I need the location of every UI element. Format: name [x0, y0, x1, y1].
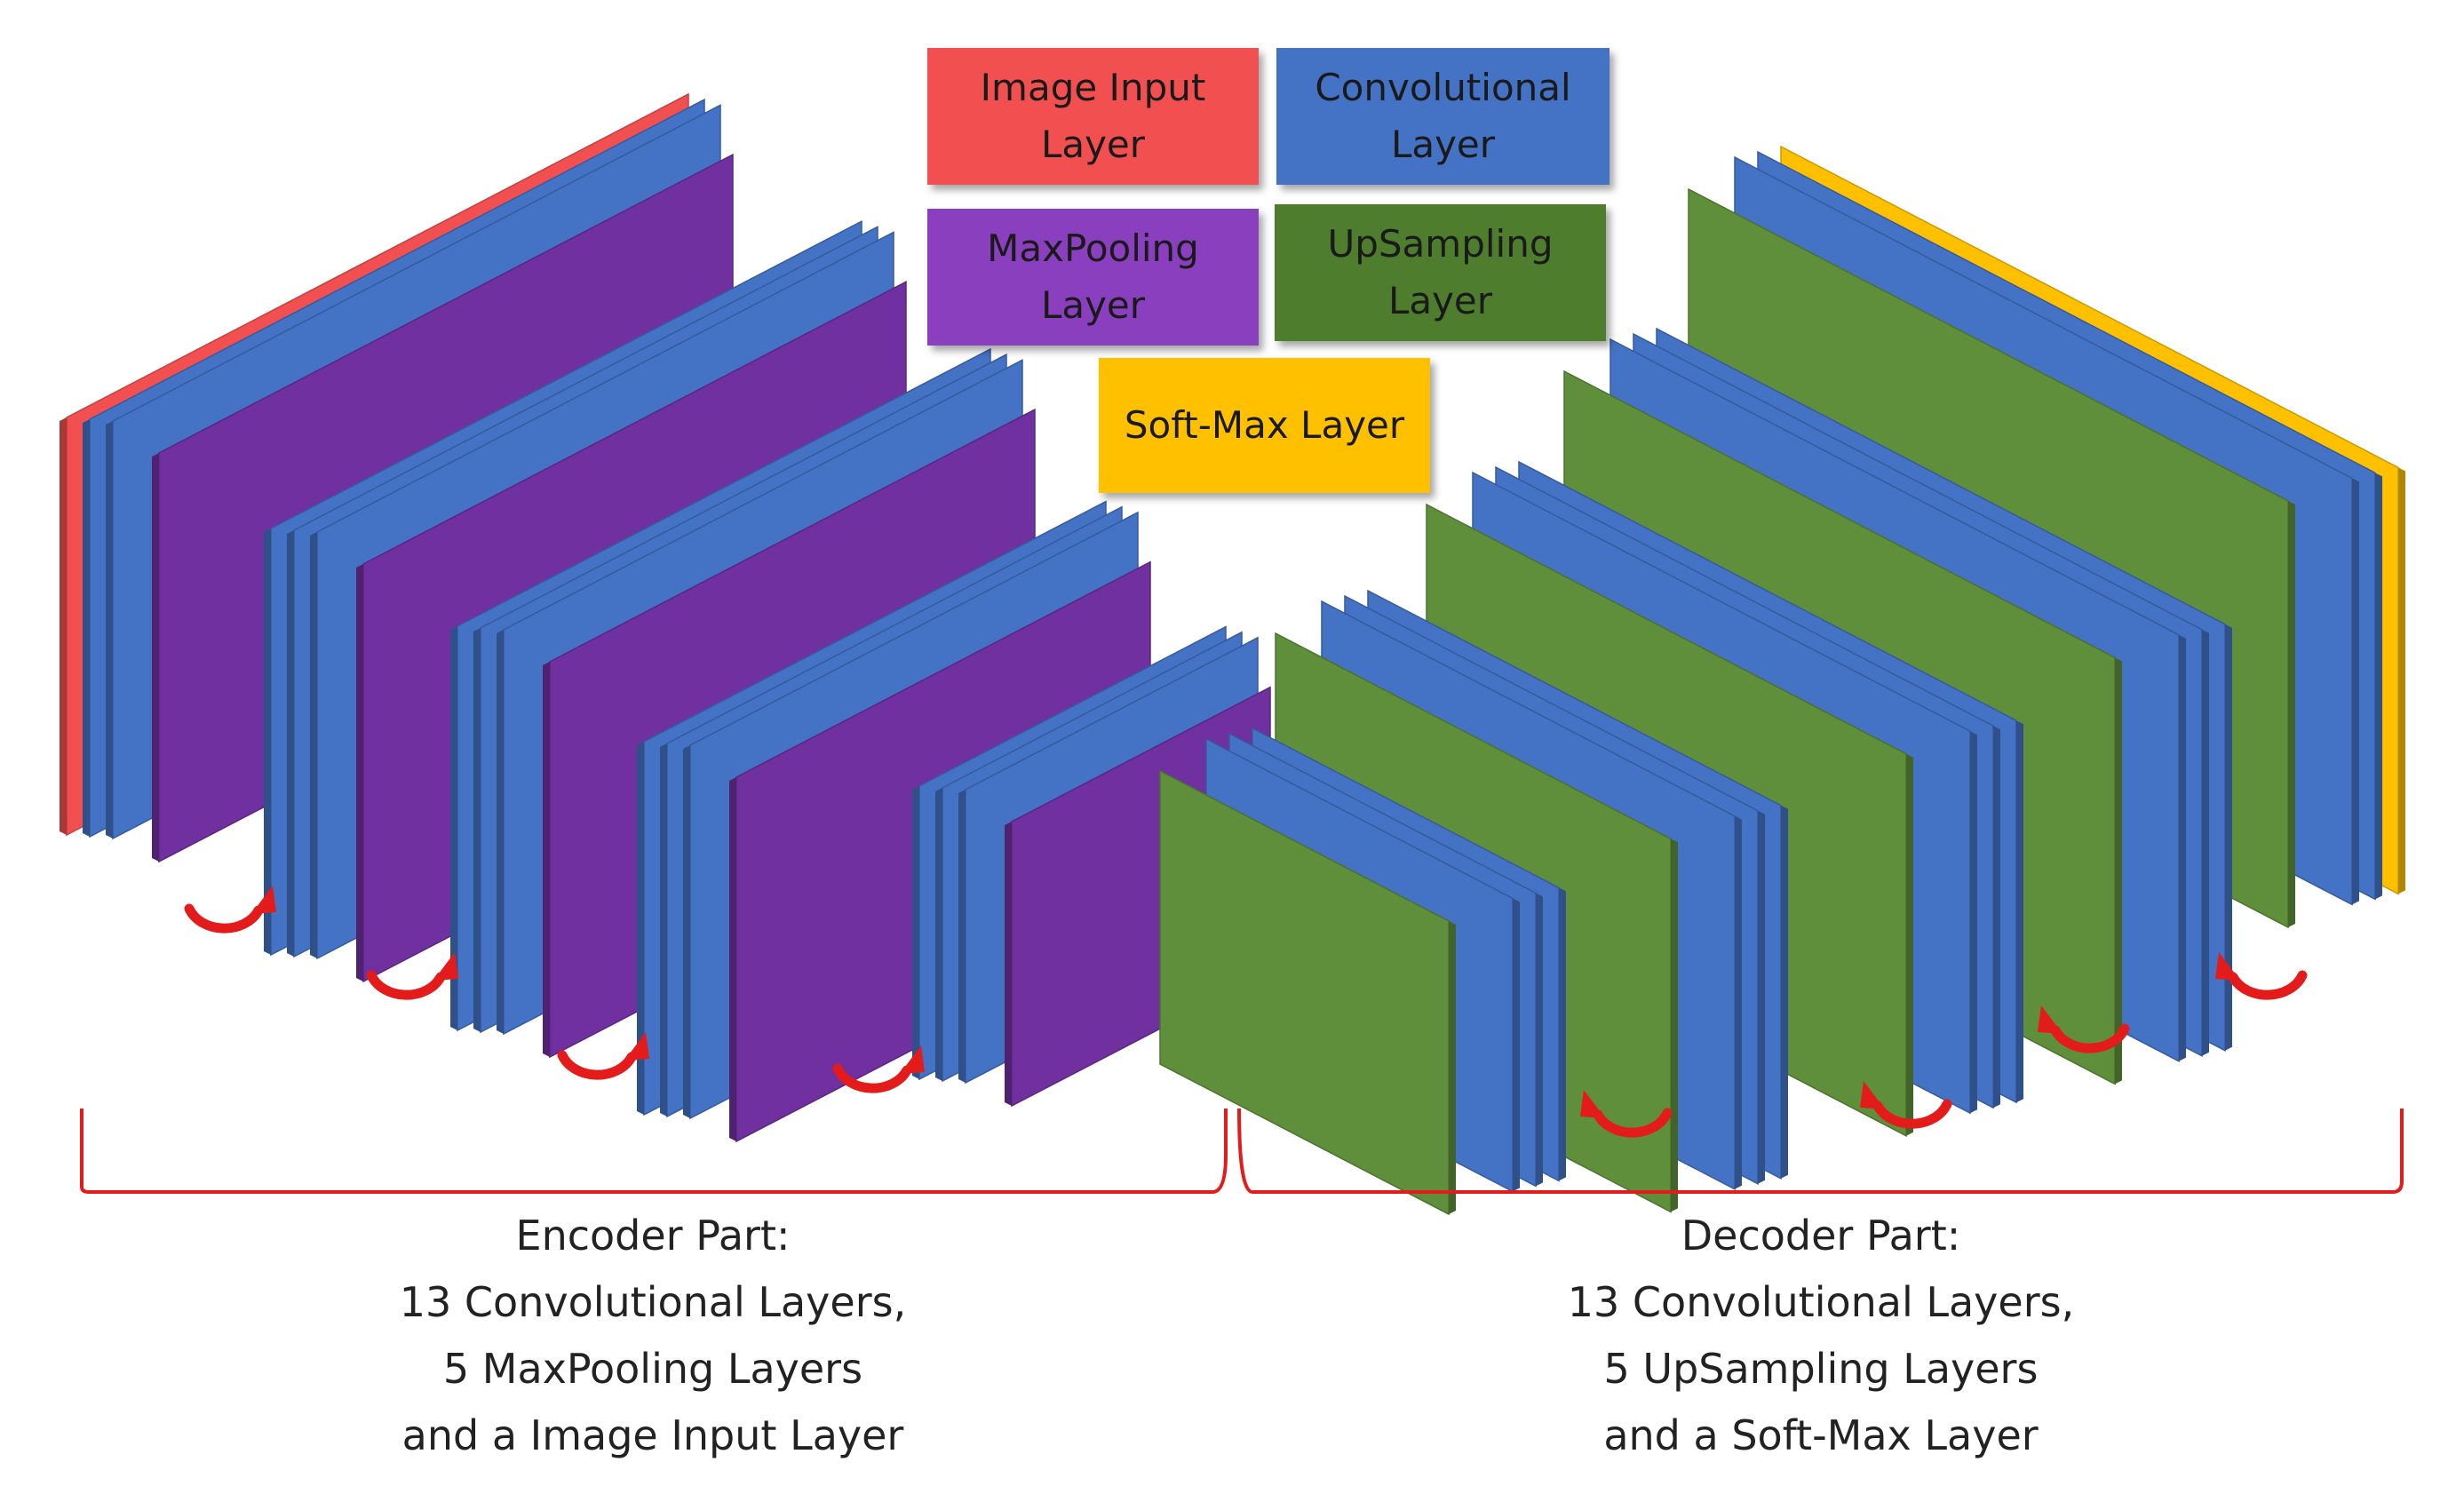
- encoder-block-5-conv-layer-edge: [912, 786, 919, 1079]
- encoder-block-1-conv-layer-edge: [83, 419, 90, 837]
- decoder-block-3-conv-layer-edge: [1993, 726, 2000, 1109]
- encoder-block-4-conv-layer-edge: [660, 743, 667, 1116]
- encoder-caption-line: 13 Convolutional Layers,: [399, 1278, 907, 1326]
- decoder-block-2-conv-layer-edge: [2202, 629, 2209, 1056]
- encoder-block-1-input-layer-edge: [60, 417, 67, 835]
- skip-arrows-group: [184, 886, 2308, 1138]
- decoder-block-4-conv-layer-edge: [1735, 815, 1742, 1189]
- encoder-caption-line: Encoder Part:: [515, 1212, 791, 1260]
- encoder-block-4-conv-layer-edge: [637, 742, 644, 1115]
- decoder-block-4-conv-layer-edge: [1781, 805, 1788, 1179]
- encoder-block-3-conv-layer-edge: [497, 630, 504, 1034]
- encoder-block-2-conv-layer-edge: [287, 530, 294, 957]
- encoder-block-2-maxpool-layer-edge: [356, 564, 363, 981]
- encoder-block-2-conv-layer-edge: [264, 528, 271, 955]
- encoder-caption-line: and a Image Input Layer: [401, 1411, 904, 1459]
- encoder-block-4-conv-layer-edge: [683, 745, 690, 1118]
- encoder-block-4-maxpool-layer-edge: [729, 777, 736, 1141]
- legend-convolutional-layer: Convolutional Layer: [1276, 48, 1610, 185]
- decoder-block-1-softmax-layer-edge: [2398, 467, 2405, 894]
- decoder-block-1-conv-layer-edge: [2375, 473, 2382, 900]
- decoder-skip-arrow-2: [1860, 1081, 1952, 1129]
- encoder-block-2-conv-layer-edge: [310, 532, 317, 958]
- encoder-block-1-maxpool-layer-edge: [152, 453, 159, 862]
- decoder-skip-arrow-4: [2215, 952, 2308, 1000]
- decoder-caption: Decoder Part: 13 Convolutional Layers, 5…: [1466, 1203, 2176, 1469]
- encoder-skip-arrow-4: [832, 1045, 925, 1093]
- decoder-caption-line: 13 Convolutional Layers,: [1567, 1278, 2075, 1326]
- encoder-block-5-conv-layer-edge: [958, 790, 966, 1083]
- decoder-block-5-upsample-layer-edge: [1449, 921, 1456, 1214]
- encoder-block-1-conv-layer-edge: [106, 421, 113, 838]
- decoder-bracket: [1237, 1108, 2404, 1194]
- decoder-skip-arrow-1: [1580, 1090, 1673, 1138]
- decoder-block-4-conv-layer-edge: [1758, 810, 1765, 1184]
- legend-softmax-layer: Soft-Max Layer: [1099, 358, 1430, 493]
- decoder-block-5-conv-layer-edge: [1513, 898, 1520, 1192]
- encoder-block-5-conv-layer-edge: [935, 788, 942, 1081]
- decoder-block-5-conv-layer-edge: [1536, 893, 1543, 1187]
- decoder-block-3-conv-layer-edge: [1970, 731, 1977, 1114]
- decoder-block-2-conv-layer-edge: [2225, 624, 2232, 1051]
- decoder-skip-arrow-3: [2038, 1005, 2130, 1053]
- decoder-block-1-upsample-layer-edge: [2288, 501, 2295, 927]
- legend-image-input-layer: Image Input Layer: [927, 48, 1259, 185]
- encoder-block-3-conv-layer-edge: [450, 626, 457, 1030]
- decoder-caption-line: and a Soft-Max Layer: [1603, 1411, 2039, 1459]
- decoder-block-3-conv-layer-edge: [2016, 720, 2023, 1103]
- encoder-skip-arrow-2: [366, 952, 458, 1000]
- legend-maxpooling-layer: MaxPooling Layer: [927, 209, 1259, 346]
- encoder-block-3-maxpool-layer-edge: [543, 662, 550, 1057]
- encoder-bracket: [80, 1109, 1228, 1194]
- legend-upsampling-layer: UpSampling Layer: [1275, 204, 1606, 341]
- encoder-caption: Encoder Part: 13 Convolutional Layers, 5…: [298, 1203, 1008, 1469]
- encoder-skip-arrow-1: [184, 886, 276, 934]
- encoder-block-5-maxpool-layer-edge: [1005, 822, 1012, 1106]
- decoder-caption-line: 5 UpSampling Layers: [1603, 1345, 2039, 1393]
- encoder-skip-arrow-3: [557, 1032, 649, 1080]
- encoder-block-3-conv-layer-edge: [473, 628, 481, 1032]
- decoder-caption-line: Decoder Part:: [1681, 1212, 1961, 1260]
- decoder-block-1-conv-layer-edge: [2352, 478, 2359, 905]
- decoder-block-5-conv-layer-edge: [1559, 887, 1566, 1181]
- encoder-caption-line: 5 MaxPooling Layers: [442, 1345, 863, 1393]
- decoder-block-2-upsample-layer-edge: [2115, 657, 2122, 1085]
- layer-stack-group: [60, 92, 2405, 1216]
- brackets-group: [80, 1108, 2404, 1194]
- decoder-block-3-upsample-layer-edge: [1906, 753, 1913, 1136]
- decoder-block-4-upsample-layer-edge: [1671, 838, 1678, 1212]
- decoder-block-2-conv-layer-edge: [2179, 634, 2186, 1061]
